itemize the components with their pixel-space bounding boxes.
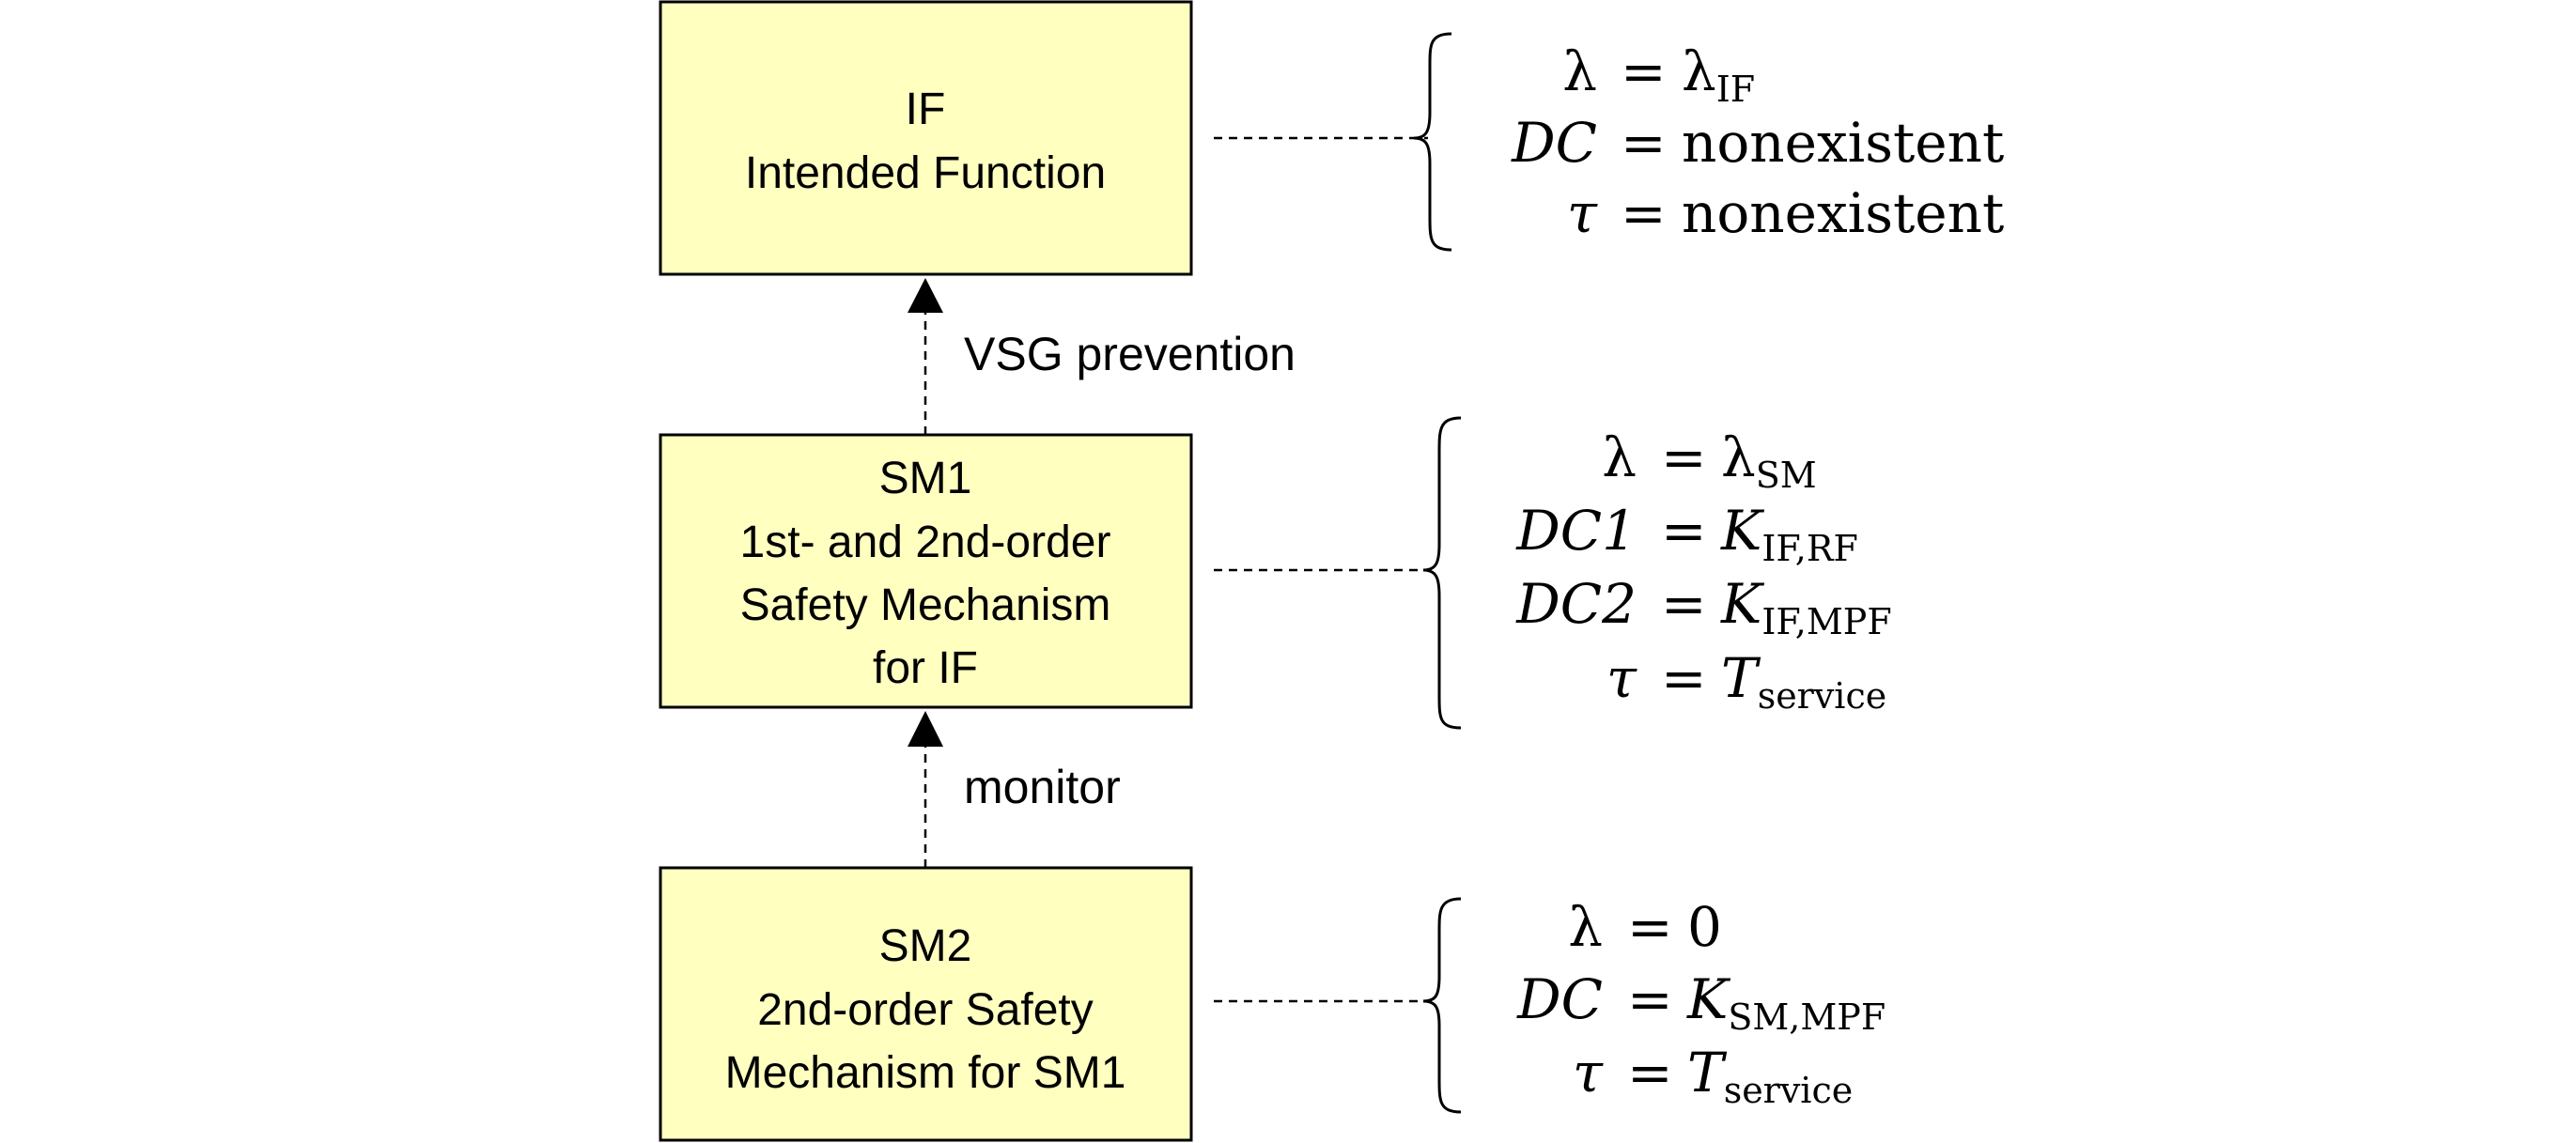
param-sm2-dc-lhs: DC	[1516, 967, 1603, 1031]
block-if-box	[659, 0, 1193, 276]
param-sm2-tau-lhs: τ	[1573, 1041, 1604, 1104]
params-sm2: λ = 0 DC = KSM,MPF τ = Tservice	[1516, 895, 1885, 1111]
param-sm2-tau-rhs: Tservice	[1687, 1041, 1853, 1111]
param-if-dc-lhs: DC	[1511, 111, 1597, 175]
param-sm1-lambda-rhs: λSM	[1721, 425, 1817, 496]
param-sm2-tau-eq: =	[1627, 1041, 1673, 1104]
block-if-name: Intended Function	[745, 148, 1106, 198]
param-if-dc-rhs: nonexistent	[1682, 111, 2004, 175]
param-if-dc-eq: =	[1621, 111, 1667, 175]
arrow-vsg-head-icon	[908, 278, 943, 313]
arrow-monitor: monitor	[908, 711, 1121, 868]
param-sm1-lambda-eq: =	[1661, 425, 1707, 489]
arrow-vsg-prevention: VSG prevention	[908, 278, 1296, 435]
block-sm1: SM1 1st- and 2nd-order Safety Mechanism …	[659, 433, 1193, 709]
block-sm2-abbrev: SM2	[879, 921, 972, 971]
block-if-abbrev: IF	[906, 85, 946, 134]
arrow-vsg-label: VSG prevention	[964, 328, 1296, 380]
param-sm1-tau-eq: =	[1661, 646, 1707, 710]
params-sm1: λ = λSM DC1 = KIF,RF DC2 = KIF,MPF τ = T…	[1515, 425, 1892, 717]
block-sm1-line2: 1st- and 2nd-order	[740, 517, 1111, 567]
param-sm1-dc2-rhs: KIF,MPF	[1720, 572, 1892, 642]
param-sm1-dc1-eq: =	[1661, 499, 1707, 563]
param-if-lambda-lhs: λ	[1562, 39, 1597, 103]
param-if-tau-lhs: τ	[1567, 181, 1598, 245]
params-if: λ = λIF DC = nonexistent τ = nonexistent	[1511, 39, 2004, 245]
block-sm1-box	[659, 433, 1193, 709]
param-if-tau-eq: =	[1621, 181, 1667, 245]
param-sm1-lambda-lhs: λ	[1602, 425, 1637, 489]
brace-if-icon	[1413, 32, 1452, 252]
block-sm1-line4: for IF	[873, 643, 978, 693]
block-sm2-box	[659, 866, 1193, 1142]
param-if-lambda-eq: =	[1621, 39, 1667, 103]
param-if-lambda-rhs: λIF	[1682, 39, 1755, 110]
brace-sm1-icon	[1422, 416, 1462, 730]
block-sm2-line2: 2nd-order Safety	[757, 985, 1094, 1035]
param-sm2-lambda-lhs: λ	[1568, 895, 1603, 959]
param-sm1-tau-lhs: τ	[1606, 646, 1637, 710]
block-sm1-line3: Safety Mechanism	[740, 580, 1111, 630]
param-sm2-lambda-eq: =	[1627, 895, 1673, 959]
param-sm1-dc1-lhs: DC1	[1515, 499, 1637, 563]
param-sm1-dc2-lhs: DC2	[1515, 572, 1637, 636]
arrow-monitor-head-icon	[908, 711, 943, 747]
block-if: IF Intended Function	[659, 0, 1193, 276]
param-sm1-tau-rhs: Tservice	[1721, 646, 1886, 717]
block-sm2: SM2 2nd-order Safety Mechanism for SM1	[659, 866, 1193, 1142]
param-sm1-dc1-rhs: KIF,RF	[1720, 499, 1858, 569]
block-sm2-line3: Mechanism for SM1	[725, 1048, 1126, 1098]
param-sm2-lambda-rhs: 0	[1687, 895, 1722, 959]
param-if-tau-rhs: nonexistent	[1682, 181, 2004, 245]
block-sm1-abbrev: SM1	[879, 454, 972, 503]
brace-sm2-icon	[1422, 897, 1462, 1114]
param-sm1-dc2-eq: =	[1661, 572, 1707, 636]
param-sm2-dc-rhs: KSM,MPF	[1686, 967, 1885, 1038]
param-sm2-dc-eq: =	[1627, 967, 1673, 1031]
arrow-monitor-label: monitor	[964, 761, 1121, 813]
